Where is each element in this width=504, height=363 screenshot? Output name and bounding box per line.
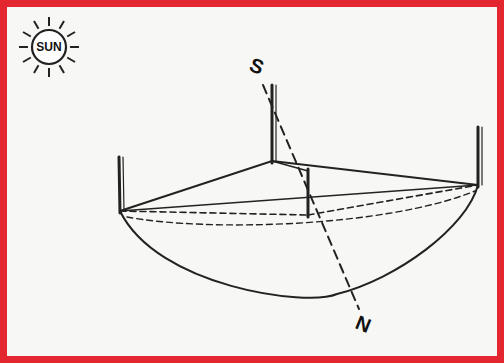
sun-symbol: SUN — [16, 14, 82, 80]
diagram-frame: SUN S N — [7, 7, 497, 356]
compass-letter: S — [246, 53, 267, 79]
sun-text: SUN — [36, 40, 61, 54]
compass-letter: N — [352, 311, 374, 338]
